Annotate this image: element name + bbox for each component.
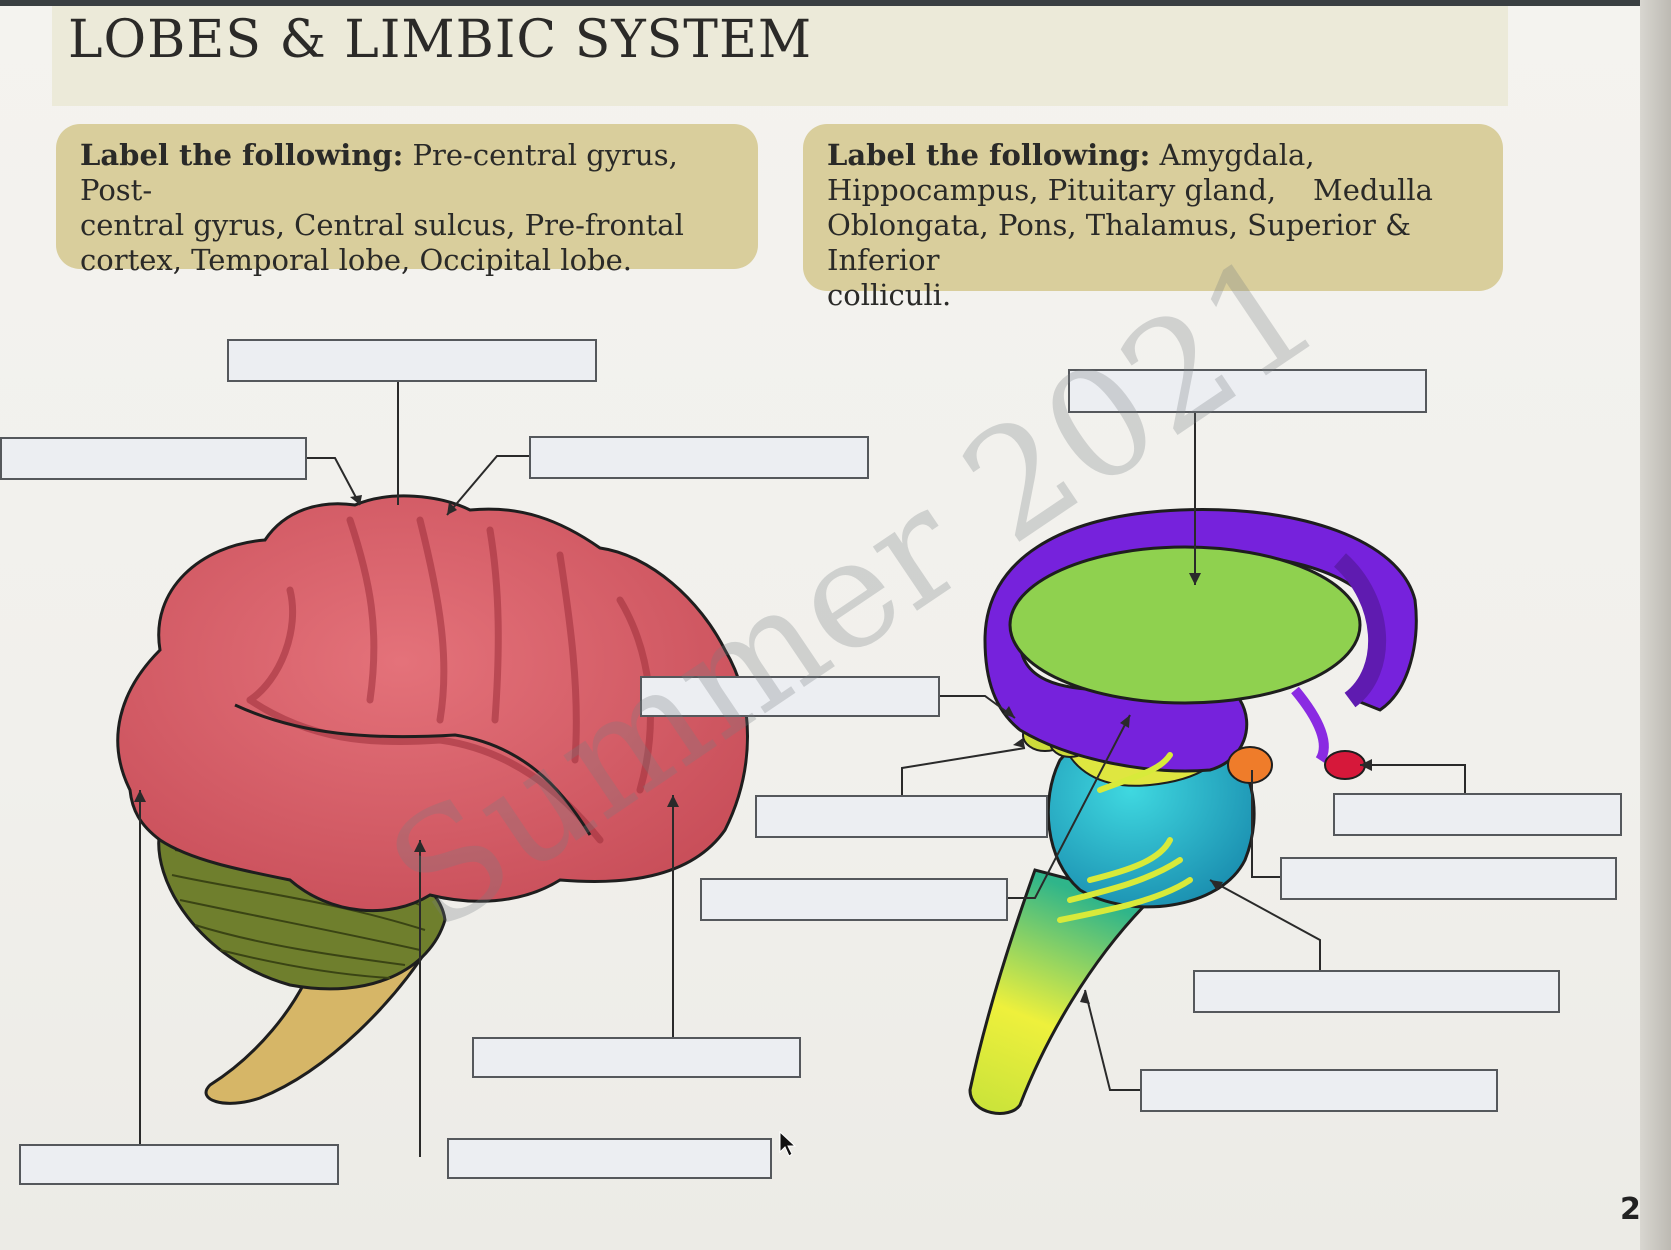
- title-band: [52, 6, 1508, 106]
- instruction-box-lobes: Label the following: Pre-central gyrus, …: [56, 124, 758, 277]
- limbic-illustration: [968, 508, 1418, 1115]
- monitor-bezel-top: [0, 0, 1671, 6]
- instruction-lead: Label the following:: [827, 138, 1151, 172]
- lateral-brain-illustration: [116, 494, 749, 1105]
- instruction-text-line: colliculi.: [827, 278, 952, 312]
- instruction-text-line: cortex, Temporal lobe, Occipital lobe.: [80, 243, 632, 277]
- cranial-nerves: [1057, 752, 1193, 923]
- label-box-frontal-bottom[interactable]: [19, 1144, 339, 1185]
- instruction-text-line: Hippocampus, Pituitary gland, Medulla: [827, 173, 1433, 207]
- medulla-oblongata: [968, 868, 1153, 1115]
- instruction-text-line: Pre-central gyrus, Post-: [80, 138, 678, 207]
- page-title: LOBES & LIMBIC SYSTEM: [68, 10, 813, 70]
- fornix: [1333, 553, 1387, 708]
- instruction-text-line: central gyrus, Central sulcus, Pre-front…: [80, 208, 684, 242]
- amygdala: [1227, 746, 1273, 784]
- label-box-right-upper[interactable]: [529, 436, 869, 479]
- label-box-left-upper[interactable]: [0, 437, 307, 480]
- monitor-bezel-right: [1640, 0, 1671, 1250]
- thalamus: [1008, 545, 1362, 705]
- label-box-thalamus[interactable]: [1068, 369, 1427, 413]
- leader-arrowheads: [134, 495, 1372, 1004]
- lateral-fissure: [234, 703, 592, 836]
- label-box-center[interactable]: [640, 676, 940, 717]
- label-box-colliculi-b[interactable]: [700, 878, 1008, 921]
- leader-lines: [139, 382, 1466, 1157]
- cerebral-cortex: [116, 494, 749, 913]
- label-box-amygdala[interactable]: [1280, 857, 1617, 900]
- label-box-temporal-bottom[interactable]: [447, 1138, 772, 1179]
- instruction-text-line: Oblongata, Pons, Thalamus, Superior & In…: [827, 208, 1411, 277]
- page-number: 2: [1620, 1192, 1641, 1227]
- instruction-lead: Label the following:: [80, 138, 404, 172]
- instruction-text-line: Amygdala,: [1159, 138, 1315, 172]
- mouse-pointer-icon: [779, 1130, 797, 1157]
- pituitary-gland: [1324, 750, 1366, 780]
- label-box-colliculi-a[interactable]: [755, 795, 1048, 838]
- label-box-medulla[interactable]: [1140, 1069, 1498, 1112]
- hippocampus: [1291, 686, 1329, 763]
- label-box-precentral-top[interactable]: [227, 339, 597, 382]
- label-box-pituitary[interactable]: [1333, 793, 1622, 836]
- label-box-occipital[interactable]: [472, 1037, 801, 1078]
- label-box-pons[interactable]: [1193, 970, 1560, 1013]
- instruction-box-limbic: Label the following: Amygdala, Hippocamp…: [803, 124, 1503, 312]
